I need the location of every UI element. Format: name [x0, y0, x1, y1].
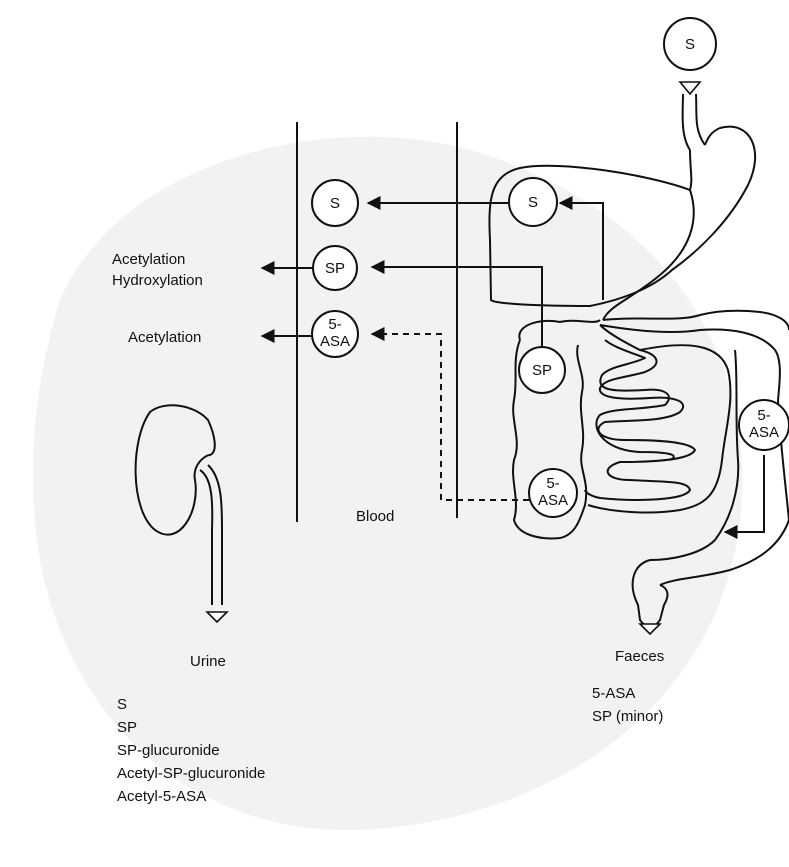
label-acetylation: Acetylation	[128, 329, 201, 346]
node-top-s: S	[664, 18, 716, 70]
node-gut-sp: SP	[519, 347, 565, 393]
node-gut-5-asa-label-2: ASA	[538, 492, 568, 509]
node-gut-s: S	[509, 178, 557, 226]
urine-product-item: SP	[117, 719, 137, 736]
node-gut-5-asa-label-1: 5-	[546, 475, 559, 492]
node-blood-sp-label: SP	[325, 260, 345, 277]
urine-product-item: Acetyl-5-ASA	[117, 788, 206, 805]
node-top-s-label: S	[685, 36, 695, 53]
node-blood-5-asa-label-1: 5-	[328, 316, 341, 333]
node-blood-5-asa-label-2: ASA	[320, 333, 350, 350]
node-colon-5-asa-label-1: 5-	[757, 407, 770, 424]
oral-intake-arrow	[680, 82, 700, 94]
node-gut-5-asa: 5- ASA	[529, 469, 577, 517]
node-blood-s-label: S	[330, 195, 340, 212]
urine-product-item: Acetyl-SP-glucuronide	[117, 765, 265, 782]
node-blood-s: S	[312, 180, 358, 226]
urine-product-item: SP-glucuronide	[117, 742, 220, 759]
node-colon-5-asa: 5- ASA	[739, 400, 789, 450]
node-blood-5-asa: 5- ASA	[312, 311, 358, 357]
label-urine: Urine	[190, 653, 226, 670]
oesophagus	[683, 94, 705, 150]
node-colon-5-asa-label-2: ASA	[749, 424, 779, 441]
faeces-product-item: 5-ASA	[592, 685, 635, 702]
watermark-shape	[33, 137, 742, 830]
node-gut-s-label: S	[528, 194, 538, 211]
label-acetylation-hydroxylation-1: Acetylation	[112, 251, 185, 268]
urine-product-item: S	[117, 696, 127, 713]
label-faeces: Faeces	[615, 648, 664, 665]
label-blood: Blood	[356, 508, 394, 525]
faeces-product-item: SP (minor)	[592, 708, 663, 725]
node-blood-sp: SP	[313, 246, 357, 290]
label-acetylation-hydroxylation-2: Hydroxylation	[112, 272, 203, 289]
node-gut-sp-label: SP	[532, 362, 552, 379]
